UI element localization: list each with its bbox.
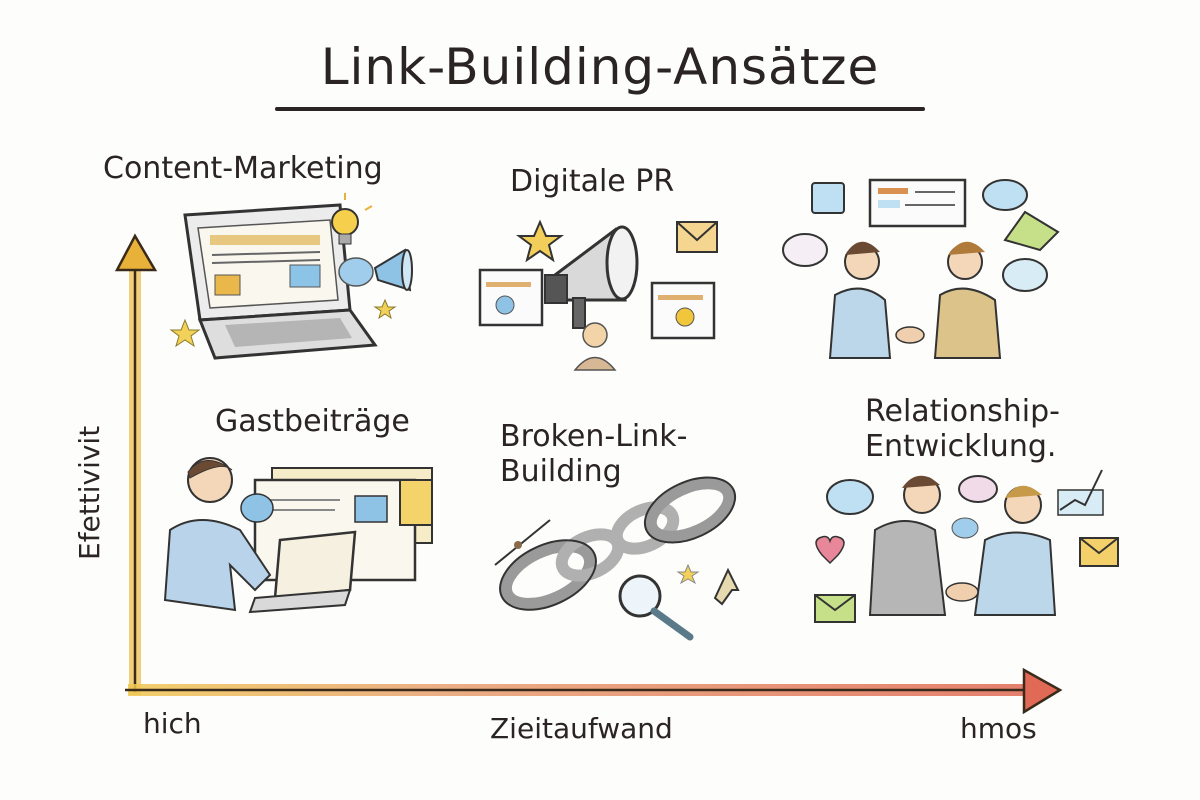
person-icon	[163, 457, 272, 612]
x-axis-label: Zieitaufwand	[490, 712, 673, 745]
label-broken-link-building: Broken-Link- Building	[500, 419, 688, 489]
map-icon	[1003, 210, 1060, 252]
double-arrow-icon	[494, 519, 551, 566]
chain-icon-outline	[499, 476, 737, 611]
y-axis-arrow-icon	[114, 233, 158, 272]
page-title: Link-Building-Ansätze	[320, 38, 880, 96]
note-icon	[399, 479, 433, 526]
star-icon	[676, 563, 700, 585]
x-axis-low-label: hich	[143, 707, 202, 740]
laptop-icon	[183, 203, 378, 360]
label-relationship-entwicklung: Relationship- Entwicklung.	[865, 394, 1060, 464]
megaphone-icon	[373, 248, 413, 292]
x-axis-high-label: hmos	[960, 712, 1037, 745]
chat-bubble-icon	[240, 493, 274, 523]
x-axis	[125, 667, 1063, 715]
megaphone-icon	[544, 225, 639, 329]
star-icon	[516, 219, 564, 263]
y-axis	[114, 233, 158, 695]
envelope-icon	[814, 537, 1119, 623]
speech-bubble-icon	[826, 475, 998, 515]
chain-icon	[499, 477, 736, 610]
person-icon	[573, 322, 617, 371]
y-axis-label: Efettivivit	[73, 425, 106, 560]
label-digitale-pr: Digitale PR	[510, 164, 675, 199]
label-line: Building	[500, 453, 622, 489]
handshake-icon	[828, 241, 1002, 359]
label-line: Entwicklung.	[865, 428, 1057, 464]
label-line: Relationship-	[865, 394, 1060, 429]
magnifier-icon	[618, 574, 694, 641]
chart-icon	[1057, 469, 1104, 516]
label-line: Broken-Link-	[500, 419, 688, 454]
speech-bubble-icon	[782, 179, 1048, 292]
x-axis-arrow-icon	[1022, 667, 1063, 715]
webpage-icon	[868, 178, 967, 228]
arrow-icon	[713, 567, 740, 606]
label-content-marketing: Content-Marketing	[103, 151, 383, 186]
handshake-icon	[868, 475, 1057, 616]
title-underline	[275, 107, 925, 111]
label-gastbeitraege: Gastbeiträge	[215, 404, 410, 439]
laptop-icon	[248, 530, 357, 614]
star-icon	[169, 298, 397, 348]
webpage-icon	[478, 268, 716, 340]
cloud-icon	[951, 517, 979, 539]
lightbulb-icon	[331, 193, 373, 245]
heart-icon	[815, 535, 845, 565]
envelope-icon	[676, 221, 718, 253]
cloud-icon	[338, 257, 374, 287]
